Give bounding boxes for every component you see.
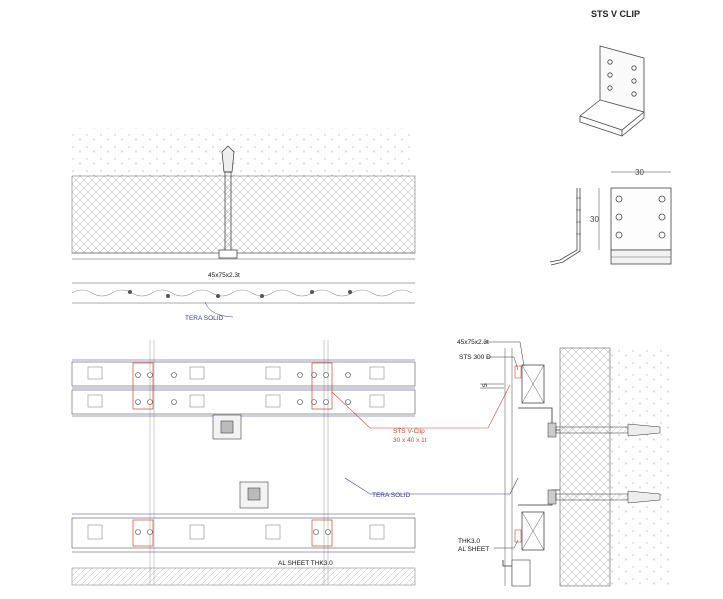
tera-solid-label-mid: TERA SOLID: [372, 492, 411, 499]
sts-v-clip-size-label: 30 x 40 x 1t: [393, 437, 427, 444]
sts-bolt-label: STS 300 D: [459, 354, 491, 361]
anchor-bolt: [218, 145, 238, 259]
rail-band-lower: [71, 513, 416, 553]
al-sheet-section-label-2: AL SHEET: [458, 546, 489, 553]
section-tubes: [521, 364, 545, 551]
tera-solid-strip: [71, 282, 415, 304]
top-section: 45x75x2.3t TERA SOLID: [71, 128, 416, 322]
section-insulation: [559, 347, 611, 587]
section-concrete: [610, 348, 674, 586]
tube-label-top: 45x75x2.3t: [208, 272, 240, 279]
clip-title: STS V CLIP: [591, 9, 640, 19]
clip-side-profile: [549, 188, 581, 266]
wall-section: [480, 341, 674, 587]
concrete-slab-top: [72, 128, 415, 176]
tera-solid-label-top: TERA SOLID: [185, 315, 224, 322]
sts-v-clip-label: STS V-Clip: [393, 428, 425, 435]
al-sheet-plan-label: AL SHEET THK3.0: [278, 560, 333, 567]
tube-section-label: 45x75x2.3t: [457, 339, 489, 346]
v-clip-highlights: [132, 362, 333, 547]
clip-front-view: [598, 171, 672, 265]
dimension-height: 30: [590, 215, 599, 224]
floor-slab: [71, 567, 416, 586]
clip-isometric: [579, 45, 645, 137]
clip-detail: STS V CLIP 30 30: [549, 9, 672, 266]
insulation-layer: [71, 175, 416, 254]
gap-dimension: 5: [482, 383, 489, 387]
dimension-width: 30: [635, 168, 644, 177]
rail-band-upper: [71, 359, 416, 417]
leader-lines: [331, 384, 519, 495]
wall-brackets: [212, 414, 269, 509]
plan-elevation: AL SHEET THK3.0: [71, 340, 416, 586]
section-anchors: [547, 422, 661, 505]
al-sheet-section-label-1: THK3.0: [458, 538, 480, 545]
